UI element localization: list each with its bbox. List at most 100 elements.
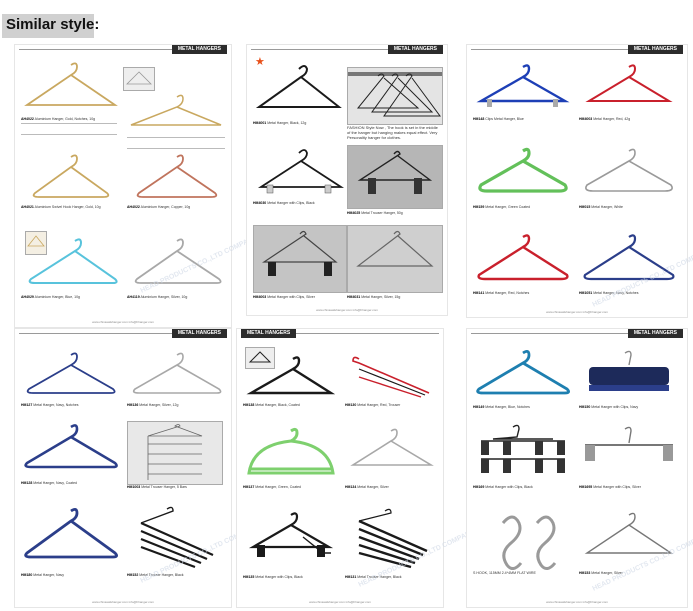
hanger-product-silver-3[interactable]: HM153 Metal Hanger, Silver xyxy=(579,505,679,585)
product-code: HM127 xyxy=(21,403,33,407)
hanger-product-navy-2[interactable]: HM128 Metal Hanger, Navy, Coated xyxy=(21,421,121,491)
hanger-product-trouser-photo[interactable] xyxy=(347,145,443,209)
header-line xyxy=(471,49,683,50)
product-desc: Metal Hanger, Navy, Notches xyxy=(593,291,639,295)
hanger-product-red[interactable]: HM4003 Metal Hanger, Red, 42g xyxy=(579,61,679,127)
header-line xyxy=(19,333,227,334)
hanger-product-navy-clip-bar[interactable]: HM150 Metal Hanger with Clips, Navy xyxy=(579,347,679,415)
product-code: HM153 xyxy=(579,571,591,575)
hanger-product-clips-photo[interactable] xyxy=(253,225,347,293)
hanger-product-red-trouser[interactable]: HM130 Metal Hanger, Red, Trouser xyxy=(345,349,439,413)
hanger-product-gold-large[interactable] xyxy=(127,93,225,133)
hanger-product-black-trouser-2[interactable]: HM131 Metal Trouser Hanger, Black xyxy=(345,507,439,587)
hanger-product-black-trouser[interactable]: HM152 Metal Trouser Hanger, Black xyxy=(127,505,227,585)
product-code: HM1003 xyxy=(127,485,141,489)
s-hook-product[interactable]: S HOOK, 115MM 2.4*4MM FLAT WIRE xyxy=(473,505,573,585)
s-hook-image xyxy=(501,515,557,570)
s-hook-caption: S HOOK, 115MM 2.4*4MM FLAT WIRE xyxy=(473,571,536,575)
product-desc: Metal Hanger with Clips, Black xyxy=(267,201,315,205)
catalog-page-navy: METAL HANGERS HM127 Metal Hanger, Navy, … xyxy=(14,328,258,608)
hanger-product-gold[interactable]: AH4022 Aluminium Hanger, Gold, Notches, … xyxy=(21,59,118,135)
hanger-product-black-clips-2[interactable]: HM135 Metal Hanger with Clips, Black xyxy=(243,507,339,587)
product-desc: Metal Trouser Hanger, 50g xyxy=(361,211,403,215)
product-desc: Metal Hanger, Green Coated xyxy=(485,205,531,209)
hanger-product-blue-clips[interactable]: HM148 Clips Metal Hanger, Blue xyxy=(473,61,573,127)
catalog-page-aluminium: METAL HANGERS AH4022 Aluminium Hanger, G… xyxy=(14,44,258,328)
hanger-product-silver-1[interactable]: HM136 Metal Hanger, Silver, 12g xyxy=(127,349,227,413)
hanger-product-silver-2[interactable]: HM134 Metal Hanger, Silver xyxy=(345,425,439,495)
similar-style-title-bar: Similar style: xyxy=(2,14,99,38)
hanger-product-navy-1[interactable]: HM127 Metal Hanger, Navy, Notches xyxy=(21,349,121,413)
catalog-header: METAL HANGERS xyxy=(171,329,227,338)
hanger-product-black-clips[interactable]: HM4030 Metal Hanger with Clips, Black xyxy=(253,147,345,213)
product-code: HM1695 xyxy=(579,485,593,489)
product-desc: Metal Hanger, Red, Notches xyxy=(485,291,530,295)
hanger-product-green-coated[interactable]: HM137 Metal Hanger, Green, Coated xyxy=(243,425,339,495)
hanger-product-gold-swivel[interactable]: AH4021 Aluminium Swivel Hook Hanger, Gol… xyxy=(21,153,117,215)
white-hanger-image xyxy=(585,148,673,192)
catalog-header: METAL HANGERS xyxy=(171,45,227,54)
product-code: HM1051 xyxy=(579,291,593,295)
product-photo-thumbnail xyxy=(25,231,47,255)
product-desc: Metal Hanger, Green, Coated xyxy=(255,485,302,489)
silver-clips-hanger-image xyxy=(585,426,673,461)
hanger-product-blue-notches[interactable]: HM149 Metal Hanger, Blue, Notches xyxy=(473,347,573,415)
hanger-product-black-clips-3[interactable]: HM169 Metal Hanger with Clips, Black xyxy=(473,423,573,495)
product-desc: Aluminium Swivel Hook Hanger, Gold, 10g xyxy=(34,205,101,209)
hanger-product-silver-photo[interactable] xyxy=(347,225,443,293)
hanger-product-red-notches[interactable]: HM141 Metal Hanger, Red, Notches xyxy=(473,231,573,301)
silver-clips-hanger-image xyxy=(262,230,338,276)
product-desc: Metal Trouser Hanger, Black xyxy=(139,573,184,577)
product-desc: Metal Hanger, Navy, Notches xyxy=(33,403,79,407)
black-hanger-image xyxy=(255,65,342,108)
product-desc: Metal Hanger, White xyxy=(591,205,623,209)
product-desc: Aluminium Hanger, Gold, Notches, 10g xyxy=(34,117,96,121)
header-line xyxy=(241,333,439,334)
catalog-footer: www.chinasafehanger.com info@hhanger.com xyxy=(546,600,608,604)
hanger-product-navy-3[interactable]: HM180 Metal Hanger, Navy xyxy=(21,505,121,585)
product-photo-thumbnail xyxy=(245,347,275,369)
navy-clip-bar-hanger-image xyxy=(589,350,669,391)
product-code: HM141 xyxy=(473,291,485,295)
hanger-product-cyan[interactable]: AH4029 Aluminium Hanger, Blue, 10g xyxy=(21,235,121,305)
product-desc: Metal Hanger with Clips, Silver xyxy=(267,295,315,299)
product-code: HM134 xyxy=(345,485,357,489)
hanger-product-green[interactable]: HM159 Metal Hanger, Green Coated xyxy=(473,145,573,215)
catalog-page-metal-black: METAL HANGERS ★ HM4001 Metal Hanger, Bla… xyxy=(246,44,448,316)
catalog-page-black-coated: METAL HANGERS HM138 Metal Hanger, Black,… xyxy=(236,328,476,608)
product-code: HM150 xyxy=(579,405,591,409)
product-desc: Metal Hanger with Clips, Black xyxy=(255,575,303,579)
hanger-product-black[interactable]: HM4001 Metal Hanger, Black, 12g xyxy=(253,59,345,137)
hanger-product-trouser-photo[interactable] xyxy=(127,421,223,485)
product-desc: Metal Trouser Hanger, Black xyxy=(357,575,402,579)
copper-hanger-image xyxy=(136,154,218,198)
product-desc: Aluminium Hanger, Silver, 10g xyxy=(140,295,188,299)
hanger-product-copper[interactable]: AH4022 Aluminium Hanger, Copper, 10g xyxy=(127,153,223,215)
product-code: HM148 xyxy=(473,117,485,121)
product-desc: Metal Hanger, Black, 12g xyxy=(267,121,307,125)
black-clips-hanger-image xyxy=(248,512,334,557)
product-code: HM159 xyxy=(473,205,485,209)
product-desc: Clips Metal Hanger, Blue xyxy=(485,117,524,121)
hanger-product-navy-notches[interactable]: HM1051 Metal Hanger, Navy, Notches xyxy=(579,231,679,301)
catalog-footer: www.chinasafehanger.com info@hhanger.com xyxy=(92,320,154,324)
hanger-product-white[interactable]: HM015 Metal Hanger, White xyxy=(579,145,679,215)
silver-hanger-image xyxy=(350,428,434,466)
product-code: HM135 xyxy=(243,575,255,579)
product-desc: Metal Hanger, Red, 42g xyxy=(593,117,631,121)
gold-hanger-image xyxy=(130,94,222,126)
red-hanger-image xyxy=(585,64,673,102)
header-line xyxy=(471,333,683,334)
catalog-footer: www.chinasafehanger.com info@hhanger.com xyxy=(546,310,608,314)
product-code: HM137 xyxy=(243,485,255,489)
spec-table xyxy=(21,123,117,135)
hanger-product-silver[interactable]: AH4119 Aluminium Hanger, Silver, 10g xyxy=(127,235,227,305)
product-desc: Metal Hanger, Blue, Notches xyxy=(485,405,530,409)
product-desc: Metal Hanger with Clips, Black xyxy=(485,485,533,489)
hanger-product-black-1[interactable]: HM138 Metal Hanger, Black, Coated xyxy=(243,349,339,413)
product-desc: Metal Hanger with Clips, Silver xyxy=(593,485,641,489)
catalog-footer: www.chinasafehanger.com info@hhanger.com xyxy=(309,600,371,604)
silver-hanger-image xyxy=(584,512,674,554)
product-code: AH4022 xyxy=(127,205,140,209)
hanger-product-silver-clips[interactable]: HM1695 Metal Hanger with Clips, Silver xyxy=(579,423,679,495)
